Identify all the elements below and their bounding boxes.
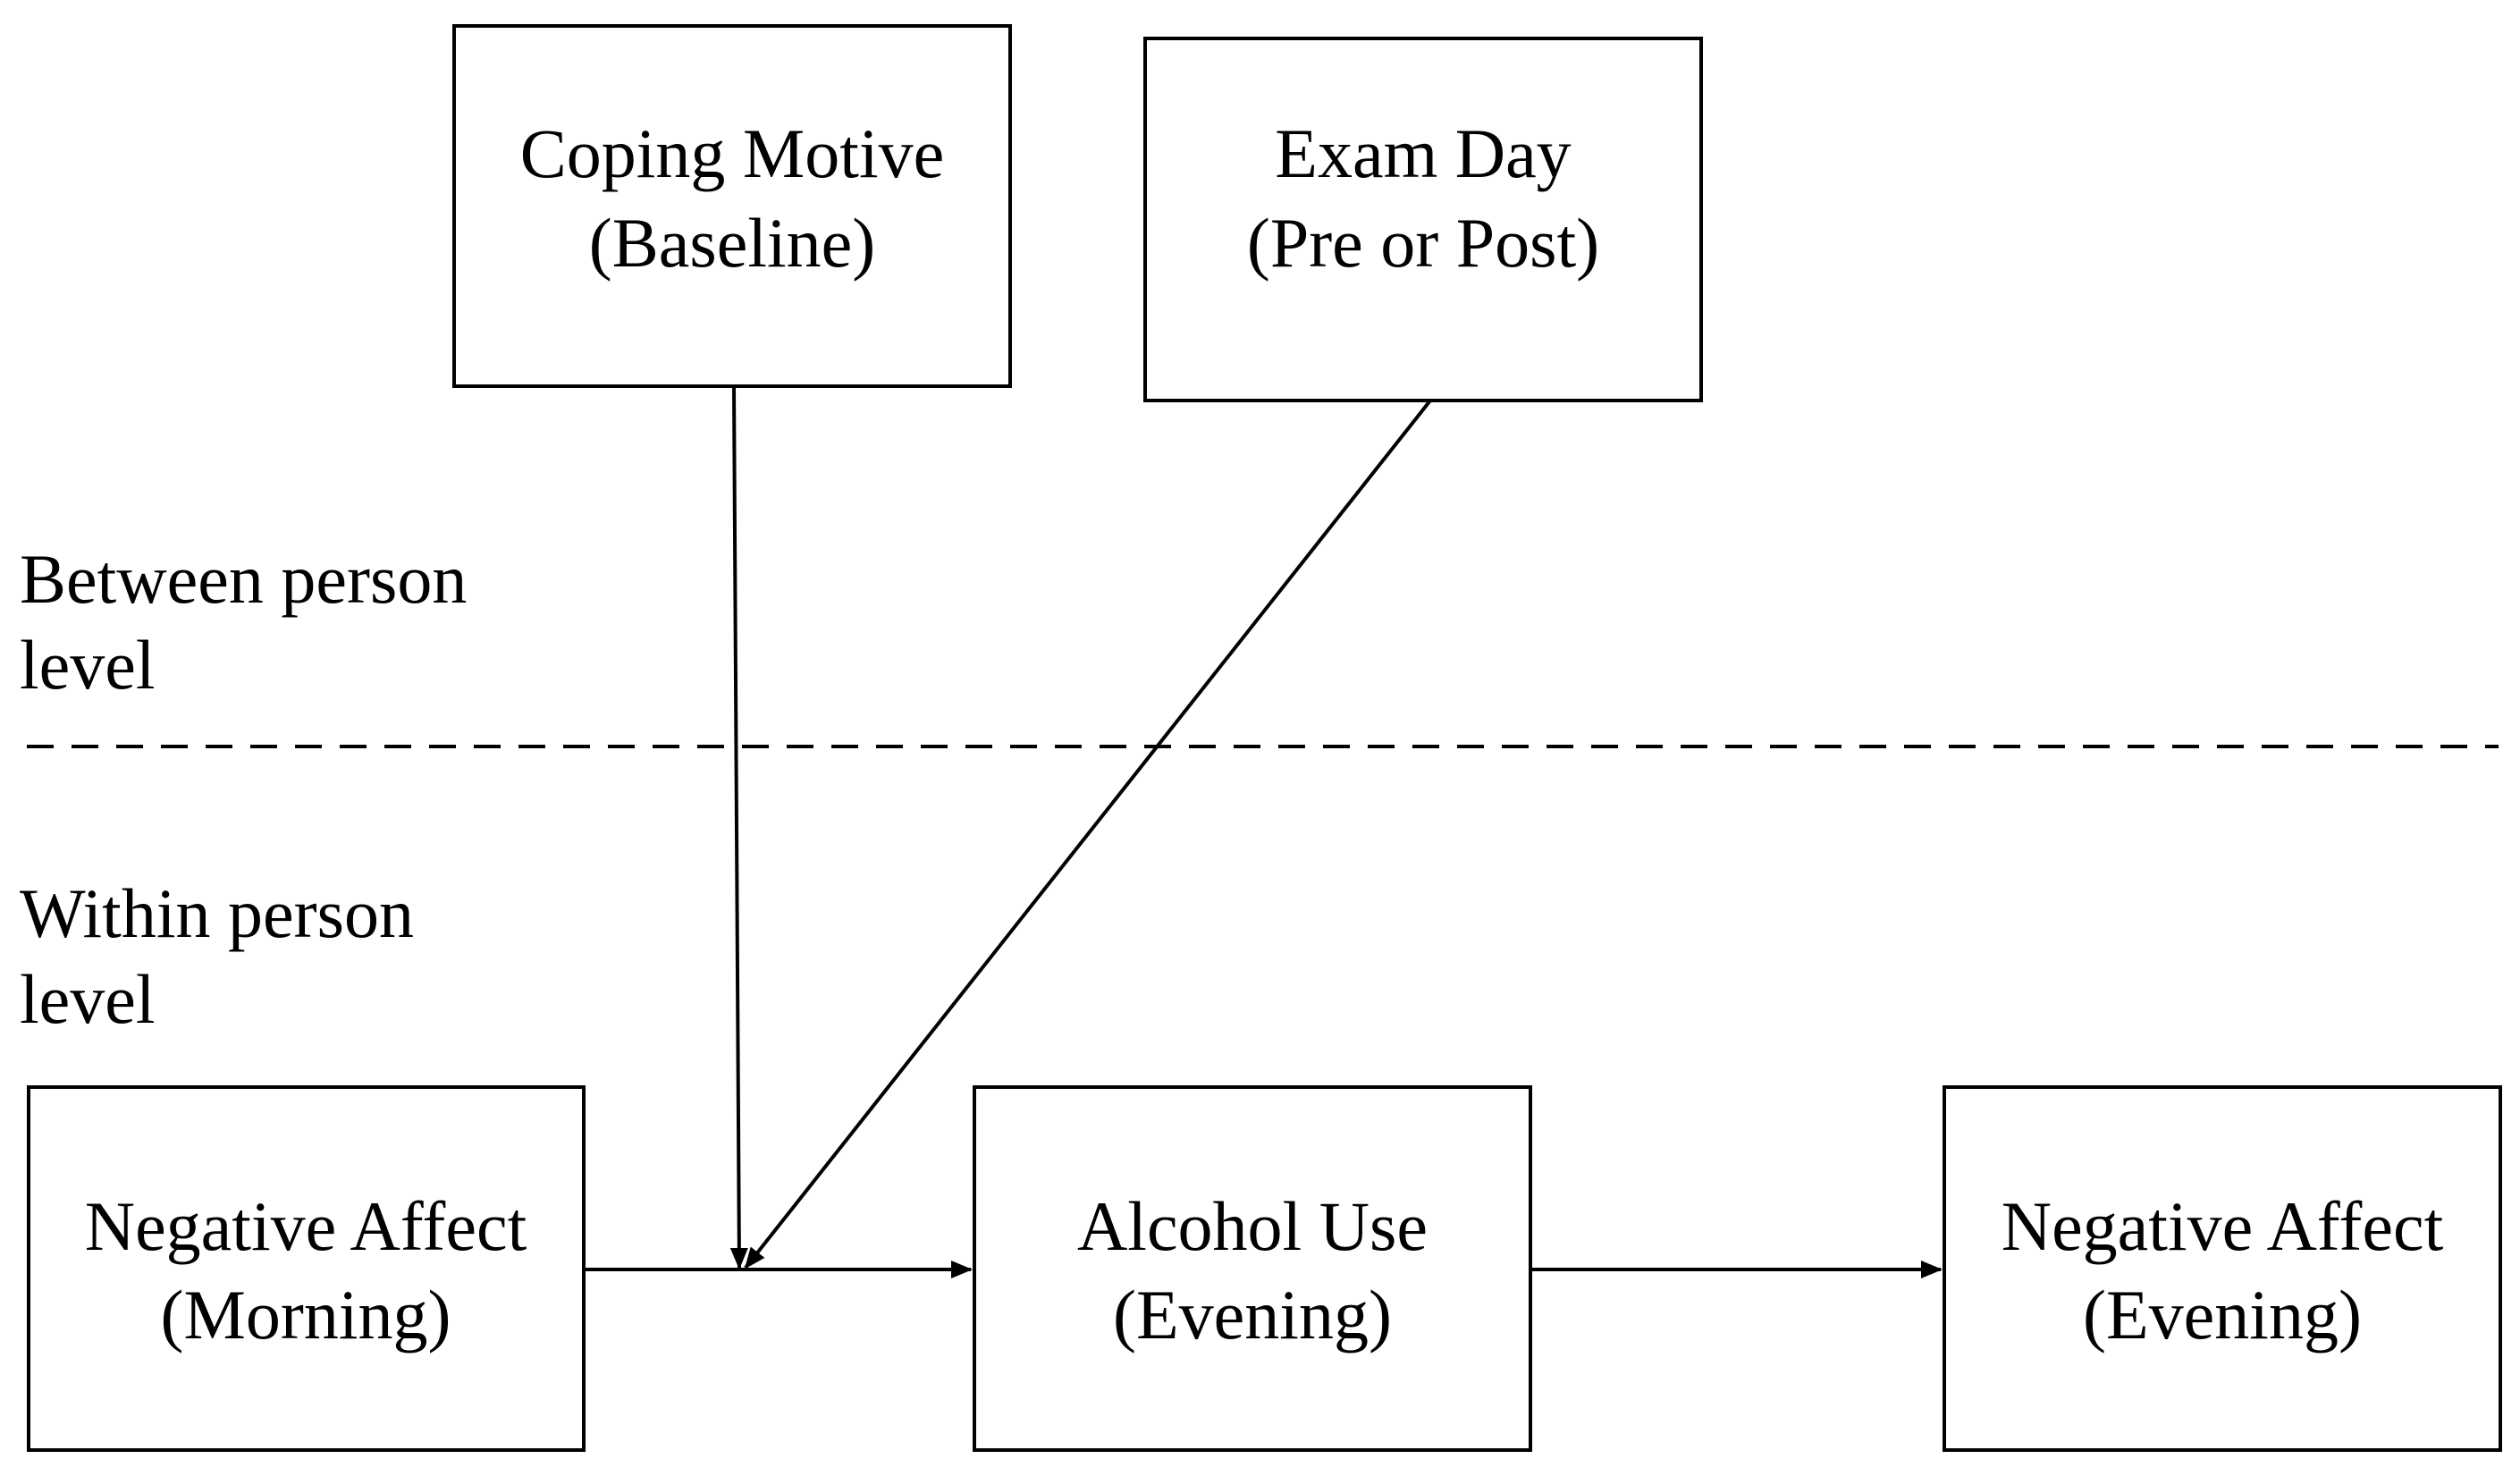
negative-affect-evening-title: Negative Affect xyxy=(2002,1187,2444,1265)
alcohol-use-evening-box: Alcohol Use (Evening) xyxy=(973,1085,1532,1452)
within-level-label-line2: level xyxy=(20,960,156,1038)
moderation-arrow-exam-day xyxy=(744,399,1432,1269)
negative-affect-evening-box: Negative Affect (Evening) xyxy=(1943,1085,2502,1452)
alcohol-use-evening-title: Alcohol Use xyxy=(1077,1187,1428,1265)
negative-affect-evening-subtitle: (Evening) xyxy=(2083,1276,2362,1354)
exam-day-subtitle: (Pre or Post) xyxy=(1247,204,1599,282)
coping-motive-subtitle: (Baseline) xyxy=(589,204,876,282)
moderation-arrow-coping-motive xyxy=(729,385,748,1269)
within-level-label-line1: Within person xyxy=(20,874,414,952)
negative-affect-morning-subtitle: (Morning) xyxy=(161,1276,451,1354)
exam-day-box: Exam Day (Pre or Post) xyxy=(1143,37,1703,402)
negative-affect-morning-box: Negative Affect (Morning) xyxy=(27,1085,586,1452)
coping-motive-box: Coping Motive (Baseline) xyxy=(452,24,1012,388)
between-level-label-line1: Between person xyxy=(20,540,467,618)
coping-motive-title: Coping Motive xyxy=(520,114,945,192)
alcohol-use-evening-subtitle: (Evening) xyxy=(1113,1276,1392,1354)
between-level-label-line2: level xyxy=(20,626,156,704)
negative-affect-morning-title: Negative Affect xyxy=(85,1187,527,1265)
exam-day-title: Exam Day xyxy=(1275,114,1571,192)
